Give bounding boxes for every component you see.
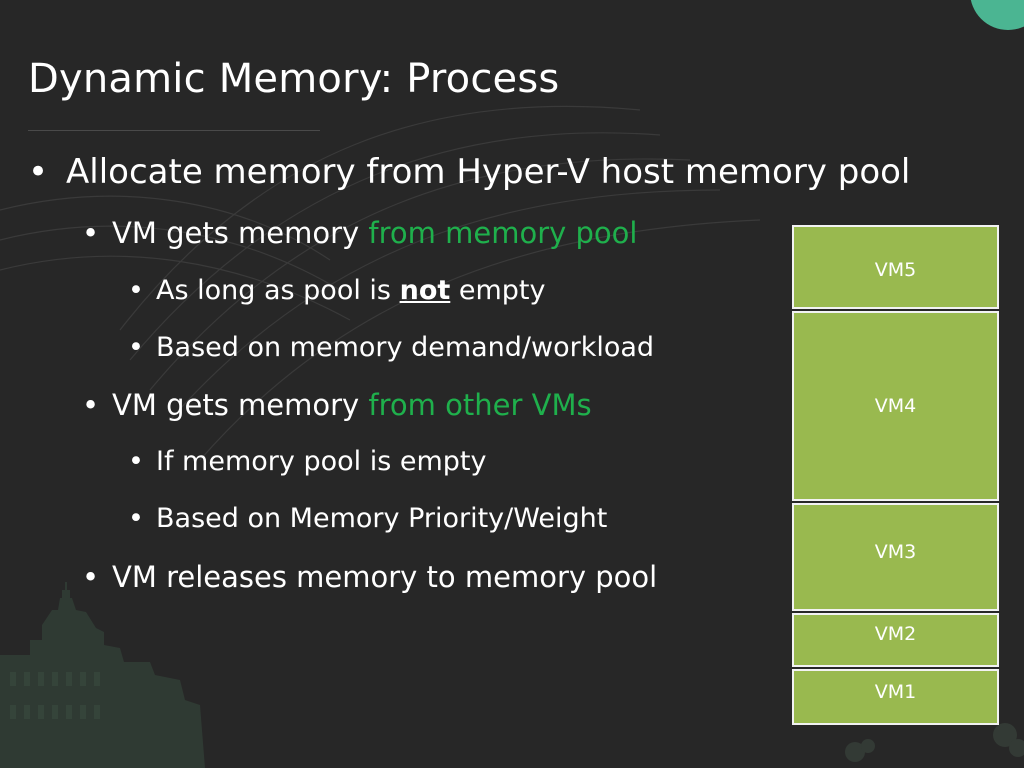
bullet-glyph: •: [28, 152, 49, 192]
building-silhouette: [0, 582, 205, 768]
bullet-level3: • As long as pool is not empty: [128, 275, 545, 306]
bullet-text: from other VMs: [368, 388, 592, 422]
memory-block-label: VM3: [874, 541, 917, 563]
memory-block-vm1: VM1: [792, 669, 999, 725]
corner-accent-circle: [970, 0, 1024, 30]
bullet-level2: • VM releases memory to memory pool: [82, 560, 657, 594]
memory-block-vm4: VM4: [792, 311, 999, 501]
bullet-glyph: •: [128, 446, 144, 477]
memory-block-label: VM1: [874, 681, 917, 703]
memory-block-label: VM5: [874, 259, 917, 281]
memory-block-label: VM4: [874, 395, 917, 417]
memory-block-vm3: VM3: [792, 503, 999, 611]
bullet-text: Allocate memory from Hyper-V host memory…: [66, 152, 911, 192]
memory-block-vm2: VM2: [792, 613, 999, 667]
bullet-level3: • Based on Memory Priority/Weight: [128, 503, 607, 534]
bullet-glyph: •: [128, 275, 144, 306]
bullet-level3: • Based on memory demand/workload: [128, 332, 654, 363]
bullet-level2: • VM gets memory from other VMs: [82, 388, 592, 422]
bullet-text: VM gets memory: [112, 388, 369, 422]
bullet-text: As long as pool is: [156, 275, 400, 306]
bullet-glyph: •: [82, 560, 100, 594]
slide-title: Dynamic Memory: Process: [28, 56, 560, 102]
swirl-lines: [0, 105, 761, 461]
building-windows: [10, 672, 100, 719]
title-divider: [28, 130, 320, 131]
bullet-text: not: [399, 275, 451, 306]
bullet-text: from memory pool: [368, 216, 638, 250]
bullet-text: empty: [450, 275, 546, 306]
bullet-text: If memory pool is empty: [156, 446, 487, 477]
bullet-glyph: •: [82, 388, 100, 422]
bullet-level1: • Allocate memory from Hyper-V host memor…: [28, 152, 910, 192]
foliage-silhouette: [845, 723, 1024, 762]
bullet-glyph: •: [82, 216, 100, 250]
bullet-glyph: •: [128, 503, 144, 534]
bullet-level2: • VM gets memory from memory pool: [82, 216, 637, 250]
memory-block-vm5: VM5: [792, 225, 999, 309]
memory-block-label: VM2: [874, 623, 917, 645]
bullet-text: Based on memory demand/workload: [156, 332, 655, 363]
bullet-level3: • If memory pool is empty: [128, 446, 486, 477]
bullet-text: Based on Memory Priority/Weight: [156, 503, 608, 534]
bullet-text: VM releases memory to memory pool: [112, 560, 658, 594]
bullet-glyph: •: [128, 332, 144, 363]
bullet-text: VM gets memory: [112, 216, 369, 250]
